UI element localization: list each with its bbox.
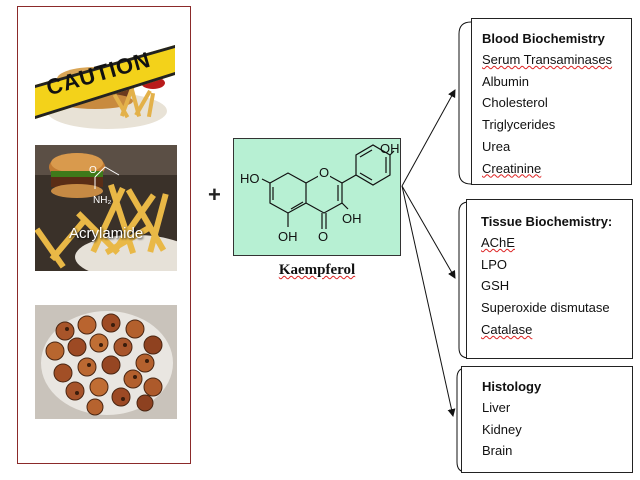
tissue-bracket	[458, 201, 470, 359]
blood-item-creatinine: Creatinine	[482, 158, 621, 180]
acrylamide-nh2-label: NH₂	[93, 195, 112, 206]
caution-fastfood-image: CAUTION	[35, 23, 175, 135]
histology-title: Histology	[482, 379, 542, 394]
caution-fastfood-art	[35, 45, 175, 129]
compound-name-text: Kaempferol	[278, 262, 356, 278]
blood-item-serum-transaminases: Serum Transaminases	[482, 49, 621, 71]
tissue-item-ache: AChE	[481, 232, 622, 254]
blood-bracket	[458, 21, 472, 185]
arrow-to-tissue	[401, 185, 456, 279]
ring-oxygen-label: O	[319, 165, 329, 180]
blood-item-cholesterol: Cholesterol	[482, 95, 548, 111]
fried-chips-art	[35, 305, 177, 419]
blood-item-text: Serum Transaminases	[482, 52, 613, 67]
fried-chips-image	[35, 305, 177, 419]
plus-sign: +	[208, 182, 221, 207]
arrow-to-histology	[401, 185, 456, 417]
blood-item-albumin: Albumin	[482, 73, 529, 89]
arrow-to-blood	[401, 89, 456, 187]
blood-biochemistry-title: Blood Biochemistry	[482, 31, 605, 46]
food-images-panel: CAUTION O	[17, 6, 191, 464]
kaempferol-structure-box: O HO OH OH OH O	[233, 138, 401, 256]
ring-a	[269, 172, 307, 214]
acrylamide-fries-image: O NH₂ Acrylamide	[35, 145, 177, 271]
tissue-biochemistry-title: Tissue Biochemistry:	[481, 214, 613, 229]
ho-left-label: HO	[240, 171, 260, 186]
burger-fries-art	[35, 145, 177, 271]
kaempferol-structure: O HO OH OH OH O	[240, 141, 400, 244]
oh-mid-label: OH	[342, 211, 362, 226]
tissue-item-text: Catalase	[481, 321, 533, 337]
blood-item-text: Creatinine	[482, 160, 542, 176]
histology-item-kidney: Kidney	[482, 421, 522, 437]
oh-top-label: OH	[380, 141, 400, 156]
tissue-item-catalase: Catalase	[481, 319, 622, 341]
acrylamide-label: Acrylamide	[69, 225, 144, 242]
carbonyl-oxygen-label: O	[318, 229, 328, 244]
histology-panel: Histology Liver Kidney Brain	[461, 366, 633, 473]
tissue-item-lpo: LPO	[481, 256, 508, 272]
blood-item-triglycerides: Triglycerides	[482, 117, 556, 133]
histology-item-liver: Liver	[482, 400, 511, 415]
tissue-item-text: AChE	[481, 235, 515, 250]
blood-biochemistry-panel: Blood Biochemistry Serum Transaminases A…	[471, 18, 632, 185]
histology-item-brain: Brain	[482, 443, 513, 459]
tissue-item-superoxide-dismutase: Superoxide dismutase	[481, 300, 610, 316]
compound-name: Kaempferol	[233, 262, 401, 279]
tissue-item-gsh: GSH	[481, 278, 510, 294]
acrylamide-o-label: O	[89, 165, 97, 176]
blood-item-urea: Urea	[482, 138, 511, 154]
oh-bottom-label: OH	[278, 229, 298, 244]
tissue-biochemistry-panel: Tissue Biochemistry: AChE LPO GSH Supero…	[466, 199, 633, 359]
